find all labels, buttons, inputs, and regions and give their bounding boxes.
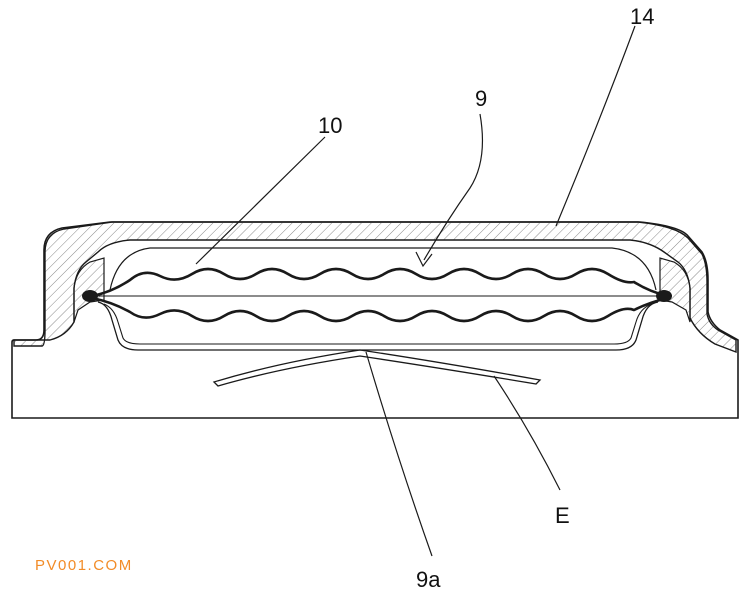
leader-E bbox=[493, 375, 561, 491]
left-lip bbox=[73, 257, 105, 323]
right-lip bbox=[659, 257, 691, 323]
chamber-outline bbox=[109, 247, 657, 291]
right-clamp bbox=[656, 290, 672, 302]
diaphragm-lower bbox=[91, 296, 669, 323]
label-spring: E bbox=[555, 503, 570, 528]
cover-shell bbox=[13, 221, 737, 354]
label-chamber: 10 bbox=[318, 113, 342, 138]
base-housing bbox=[11, 221, 739, 419]
leader-14 bbox=[555, 25, 636, 227]
rim-tray-inner bbox=[103, 303, 653, 345]
leader-9-arrowhead bbox=[415, 251, 433, 268]
left-clamp bbox=[82, 290, 98, 302]
label-diaphragm: 9 bbox=[475, 86, 487, 111]
leader-10 bbox=[195, 136, 326, 265]
leader-9 bbox=[423, 113, 484, 261]
rim-tray bbox=[97, 301, 659, 351]
label-cover: 14 bbox=[630, 4, 654, 29]
label-rim: 9a bbox=[416, 567, 441, 592]
leader-9a bbox=[365, 351, 433, 557]
diaphragm-upper bbox=[91, 267, 669, 298]
watermark: PV001.COM bbox=[35, 557, 133, 574]
spring-leaf bbox=[212, 349, 542, 387]
